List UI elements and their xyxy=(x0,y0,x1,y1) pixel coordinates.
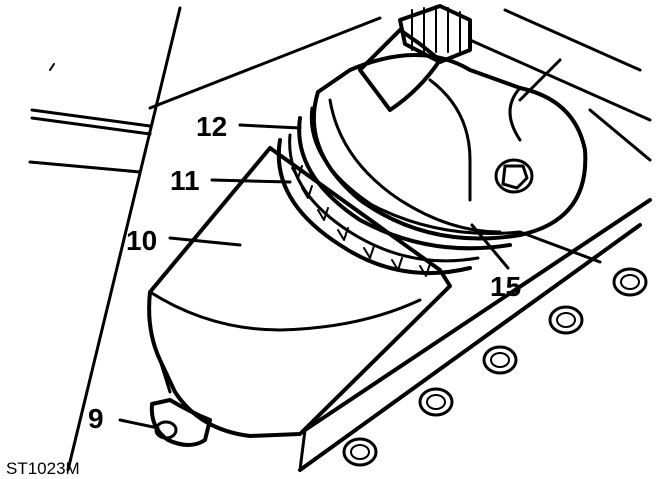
housing-bolt xyxy=(494,158,534,194)
callout-9: 9 xyxy=(88,403,104,434)
clamp-ring-11 xyxy=(276,133,480,277)
drain-plug xyxy=(149,398,212,447)
clamp-ring-teeth xyxy=(291,165,431,277)
callout-12: 12 xyxy=(196,111,227,142)
filter-head-housing xyxy=(311,53,588,241)
chassis-frame-lines xyxy=(28,6,652,472)
callout-15: 15 xyxy=(490,271,521,302)
pipe-union xyxy=(358,4,472,112)
rail-bolts xyxy=(342,267,648,467)
filter-canister xyxy=(147,146,452,438)
callout-leaders xyxy=(118,123,510,430)
mounting-rail xyxy=(298,198,652,472)
callout-10: 10 xyxy=(126,225,157,256)
callout-11: 11 xyxy=(170,165,200,196)
figure-reference: ST1023M xyxy=(6,459,80,478)
